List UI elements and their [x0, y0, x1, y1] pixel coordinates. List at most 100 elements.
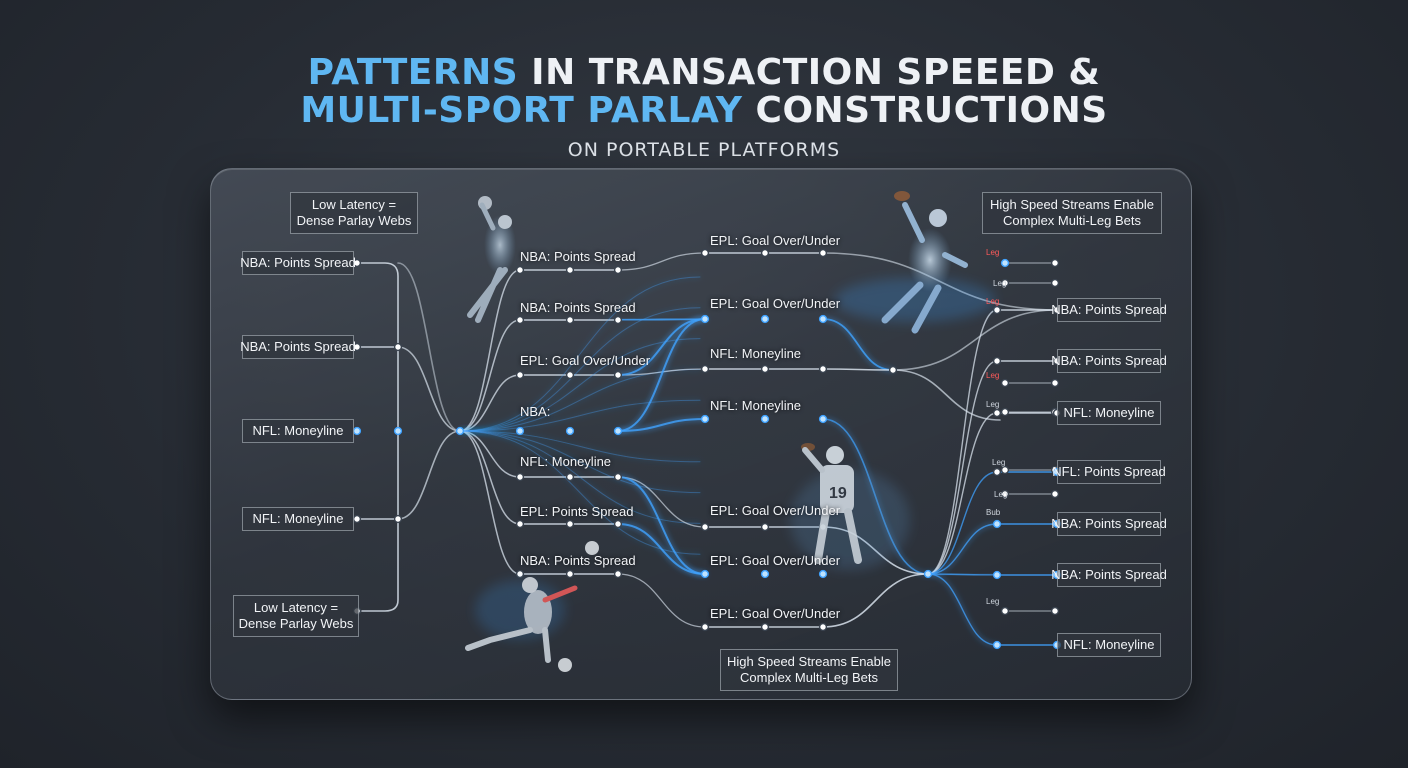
network-node — [352, 514, 362, 524]
title-highlight-1: PATTERNS — [307, 52, 519, 93]
leg-tag: Leg — [986, 248, 1000, 257]
link-line — [617, 418, 706, 432]
network-node — [613, 426, 623, 436]
network-node — [992, 408, 1002, 418]
mid-label: EPL: Goal Over/Under — [710, 233, 841, 248]
network-node — [1050, 489, 1060, 499]
callout-high-speed-bottom: High Speed Streams Enable Complex Multi-… — [720, 649, 898, 691]
link-line — [927, 573, 998, 576]
box-label: NBA: Points Spread — [1051, 353, 1167, 368]
node-layer — [352, 248, 1062, 650]
link-line — [927, 309, 998, 575]
mid-label: NBA: Points Spread — [520, 553, 636, 568]
right-box-nba-spread-2[interactable]: NBA: Points Spread — [1051, 349, 1167, 373]
network-node — [700, 622, 710, 632]
title-highlight-2: MULTI-SPORT PARLAY — [300, 90, 743, 131]
mid-label: EPL: Goal Over/Under — [520, 353, 651, 368]
network-node — [565, 426, 575, 436]
network-node — [613, 370, 623, 380]
link-line — [617, 573, 706, 628]
network-node — [565, 472, 575, 482]
network-node — [992, 356, 1002, 366]
box-label: NBA: Points Spread — [1051, 567, 1167, 582]
network-node — [613, 519, 623, 529]
network-node — [1000, 489, 1010, 499]
network-node — [1000, 606, 1010, 616]
network-node — [760, 522, 770, 532]
callout-line: Complex Multi-Leg Bets — [740, 670, 878, 685]
network-node — [818, 569, 828, 579]
network-node — [760, 622, 770, 632]
mid-label: NBA: Points Spread — [520, 249, 636, 264]
network-node — [992, 467, 1002, 477]
basketball-player-figure — [467, 196, 516, 323]
network-node — [923, 569, 933, 579]
link-line — [927, 412, 998, 575]
mid-label: NFL: Moneyline — [520, 454, 612, 469]
title-line-2: MULTI-SPORT PARLAY CONSTRUCTIONS — [0, 90, 1408, 132]
title-rest-2: CONSTRUCTIONS — [742, 90, 1108, 131]
link-line — [459, 269, 521, 432]
box-label: NFL: Moneyline — [1063, 405, 1155, 420]
leg-tag: Leg — [993, 279, 1007, 288]
right-box-nfl-moneyline-2[interactable]: NFL: Moneyline — [1057, 633, 1161, 657]
network-node — [565, 315, 575, 325]
callout-line: Low Latency = — [253, 600, 339, 615]
left-box-nfl-moneyline-2[interactable]: NFL: Moneyline — [242, 507, 354, 531]
athlete-figures: 19 — [465, 191, 995, 672]
network-node — [1000, 465, 1010, 475]
link-line — [459, 430, 701, 555]
network-node — [818, 314, 828, 324]
box-label: NFL: Moneyline — [252, 423, 344, 438]
network-node — [613, 265, 623, 275]
link-line — [459, 338, 701, 432]
network-node — [1000, 407, 1010, 417]
network-node — [818, 414, 828, 424]
mid-label: NFL: Moneyline — [710, 398, 802, 413]
left-box-nba-spread-1[interactable]: NBA: Points Spread — [240, 251, 356, 275]
network-node — [1000, 258, 1010, 268]
network-node — [613, 569, 623, 579]
left-box-nfl-moneyline-1[interactable]: NFL: Moneyline — [242, 419, 354, 443]
callout-low-latency-top: Low Latency = Dense Parlay Webs — [290, 192, 418, 234]
network-node — [515, 370, 525, 380]
network-node — [992, 305, 1002, 315]
network-node — [1050, 378, 1060, 388]
network-node — [700, 414, 710, 424]
title-rest-1: IN TRANSACTION SPEEED & — [518, 52, 1101, 93]
network-node — [1000, 278, 1010, 288]
box-label: NFL: Points Spread — [1052, 464, 1166, 479]
link-line — [927, 471, 998, 575]
link-line — [459, 399, 701, 432]
mid-label: EPL: Points Spread — [520, 504, 634, 519]
mid-label: EPL: Goal Over/Under — [710, 503, 841, 518]
right-box-nfl-points-spread[interactable]: NFL: Points Spread — [1052, 460, 1166, 484]
link-line — [459, 430, 521, 575]
leg-tag: Leg — [986, 400, 1000, 409]
link-line — [459, 307, 701, 432]
right-box-nba-spread-4[interactable]: NBA: Points Spread — [1051, 563, 1167, 587]
box-label: NFL: Moneyline — [252, 511, 344, 526]
box-label: NFL: Moneyline — [1063, 637, 1155, 652]
svg-text:19: 19 — [829, 485, 847, 502]
link-line — [356, 262, 399, 612]
network-node — [760, 569, 770, 579]
network-node — [565, 265, 575, 275]
football-player-figure-top — [835, 191, 995, 334]
box-label: NBA: Points Spread — [1051, 516, 1167, 531]
link-line — [617, 252, 706, 271]
network-node — [992, 640, 1002, 650]
link-line — [459, 430, 521, 525]
network-node — [515, 265, 525, 275]
right-box-nba-spread-3[interactable]: NBA: Points Spread — [1051, 512, 1167, 536]
network-node — [393, 426, 403, 436]
network-node — [613, 315, 623, 325]
box-label: NBA: Points Spread — [240, 255, 356, 270]
box-label: NBA: Points Spread — [1051, 302, 1167, 317]
right-box-nba-spread-1[interactable]: NBA: Points Spread — [1051, 298, 1167, 322]
link-line — [459, 430, 701, 463]
callout-line: Low Latency = — [311, 197, 397, 212]
left-box-nba-spread-2[interactable]: NBA: Points Spread — [240, 335, 356, 359]
right-box-nfl-moneyline-1[interactable]: NFL: Moneyline — [1057, 401, 1161, 425]
network-node — [888, 365, 898, 375]
